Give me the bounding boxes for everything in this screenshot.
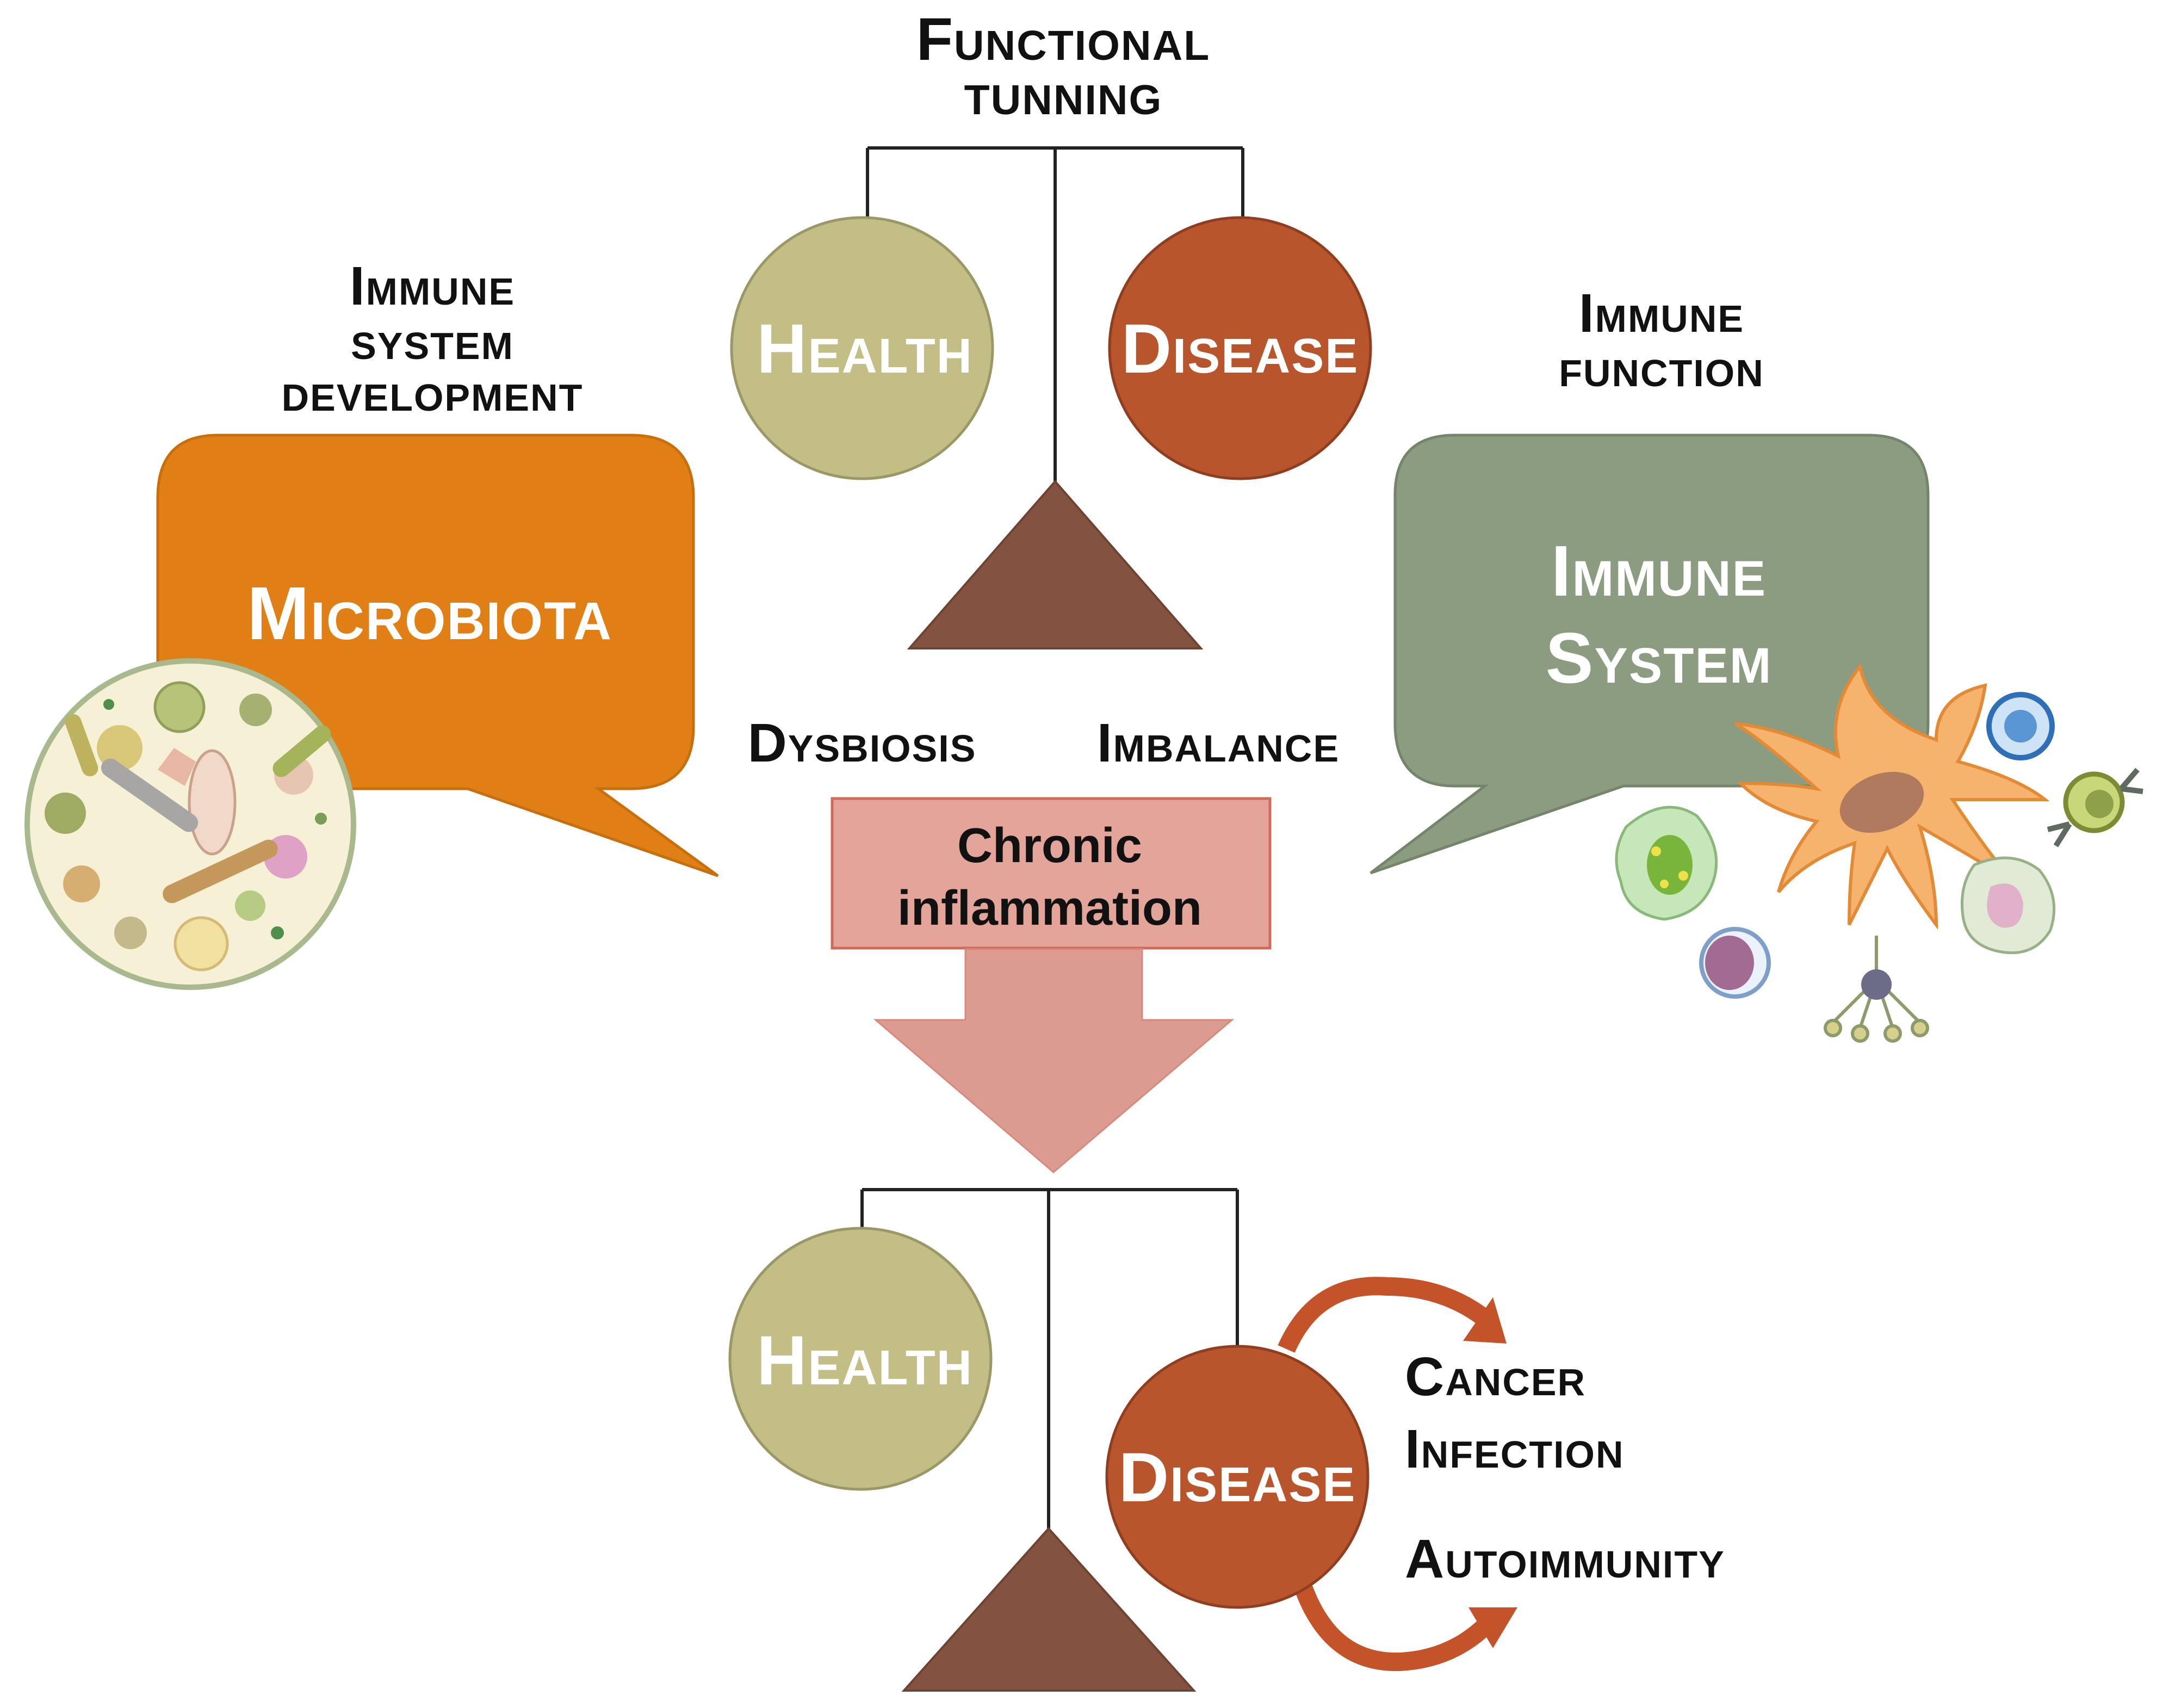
chronic-inflammation-line2: inflammation <box>897 881 1202 936</box>
outcome-infection: Infection <box>1405 1419 1625 1480</box>
immune-cells-icon <box>1615 663 2143 1043</box>
immune-system-label-line1: Immune <box>1551 531 1767 611</box>
bottom-disease-label: Disease <box>1119 1439 1356 1517</box>
microbiota-label: Microbiota <box>247 572 612 655</box>
top-disease-circle <box>1108 216 1372 480</box>
top-fulcrum <box>907 479 1204 649</box>
immune-function-line1: Immune <box>1579 283 1744 344</box>
top-balance-scale <box>866 146 1244 481</box>
imbalance-label: Imbalance <box>1097 713 1340 773</box>
immune-system-label-line2: System <box>1546 618 1773 698</box>
bottom-health-circle <box>728 1227 993 1491</box>
top-health-circle <box>730 216 994 480</box>
bottom-fulcrum <box>901 1526 1197 1692</box>
immune-function-line2: function <box>1559 337 1764 398</box>
outcome-autoimmunity: Autoimmunity <box>1405 1528 1725 1589</box>
outcome-cancer: Cancer <box>1405 1346 1586 1407</box>
top-disease-label: Disease <box>1121 310 1359 388</box>
top-health-label: Health <box>757 310 973 388</box>
curved-outcome-arrows <box>1278 1277 1517 1672</box>
down-arrow <box>873 948 1235 1173</box>
chronic-inflammation-box <box>831 797 1272 950</box>
bottom-balance-scale <box>860 1188 1239 1528</box>
immune-system-development-line1: Immune <box>350 256 515 317</box>
immune-system-development-line3: development <box>282 362 584 423</box>
immune-system-development-line2: system <box>351 310 514 371</box>
chronic-inflammation-line1: Chronic <box>957 819 1142 873</box>
bottom-disease-circle <box>1105 1345 1369 1609</box>
bacteria-collection-icon <box>24 658 356 990</box>
bottom-health-label: Health <box>757 1322 973 1400</box>
functional-tuning-label-line2: tunning <box>964 60 1163 127</box>
dysbiosis-label: Dysbiosis <box>748 713 977 773</box>
functional-tuning-label-line1: Functional <box>916 6 1211 73</box>
